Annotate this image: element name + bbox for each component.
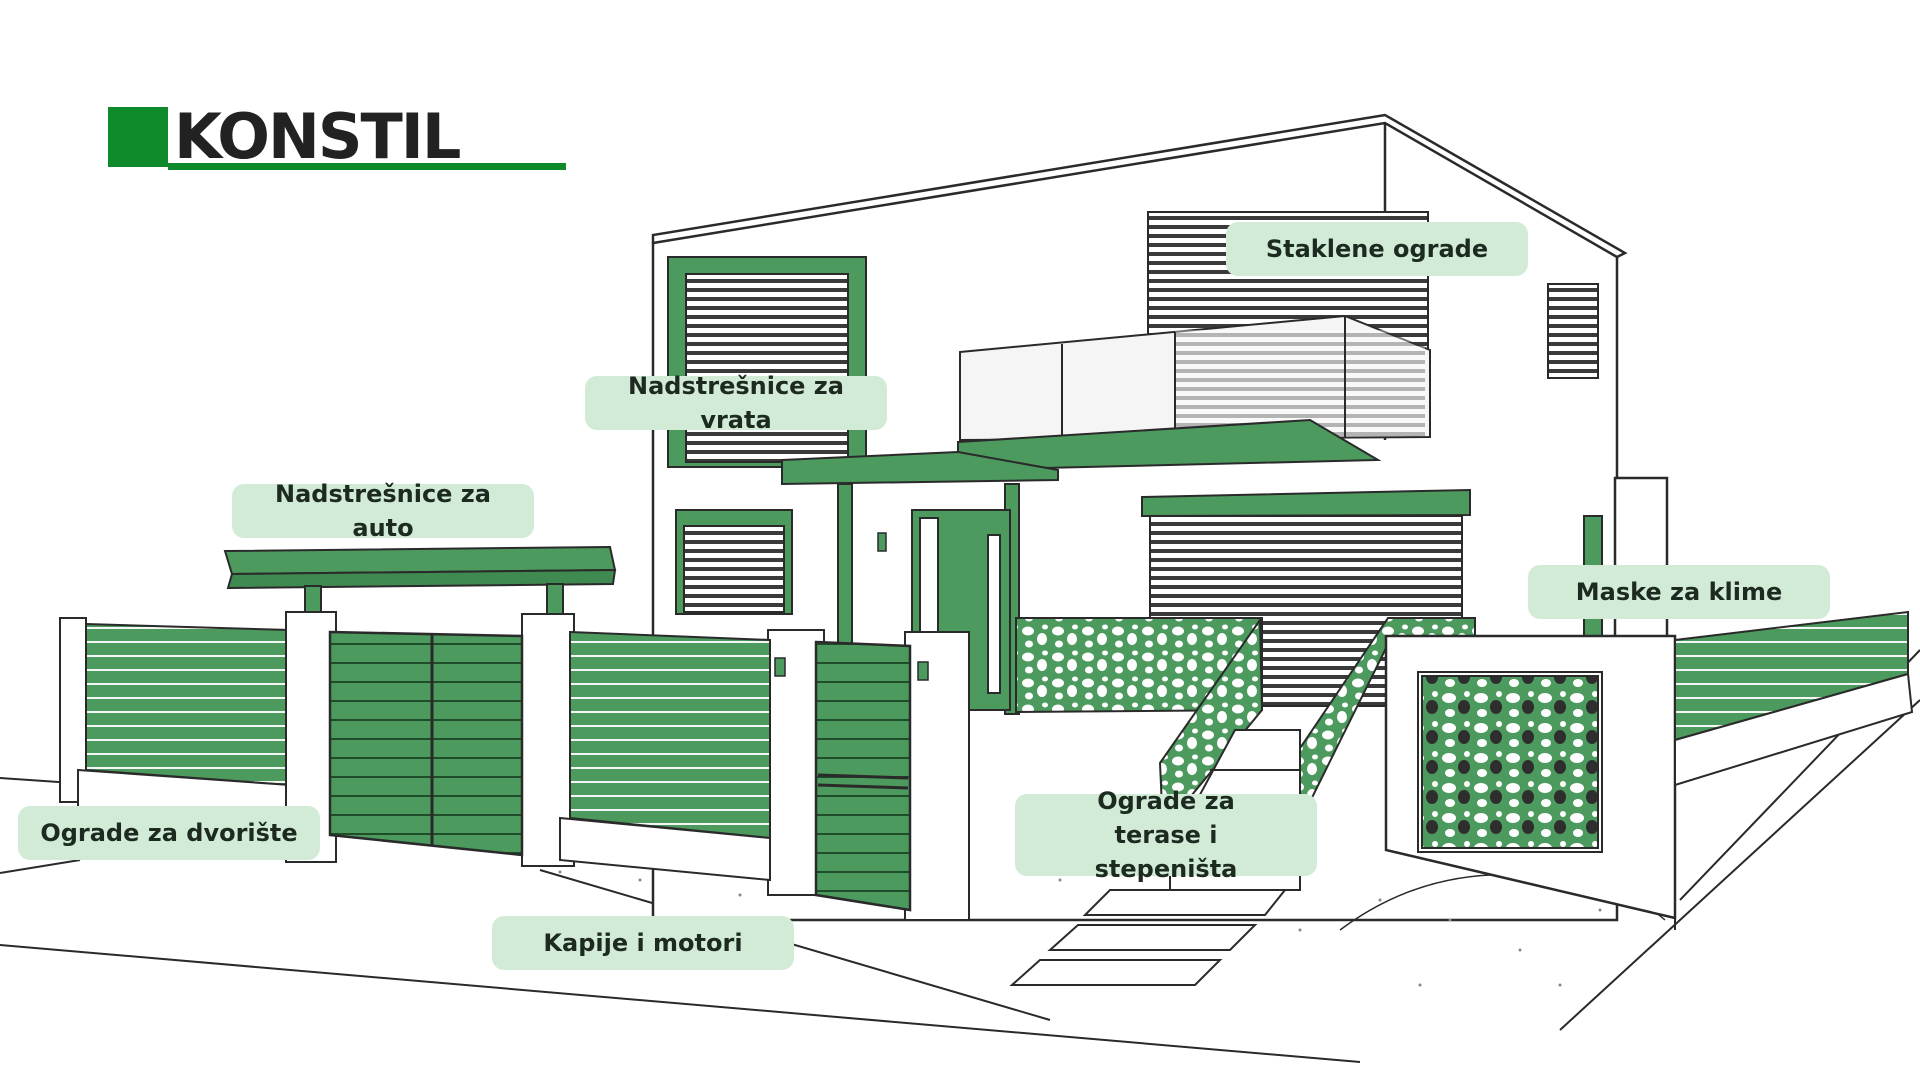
logo-square [108,107,168,167]
konstil-logo: KONSTIL [108,100,566,173]
logo-underline [168,163,566,170]
logo-text: KONSTIL [174,100,461,173]
label-staklene-ograde: Staklene ograde [1226,222,1528,276]
label-maske-za-klime: Maske za klime [1528,565,1830,619]
label-nadstresnice-za-auto: Nadstrešnice za auto [232,480,534,542]
label-kapije-i-motori: Kapije i motori [492,916,794,970]
label-ograde-za-dvoriste: Ograde za dvorište [18,806,320,860]
label-ograde-za-terase: Ograde za terase i stepeništa [1015,787,1317,883]
label-nadstresnice-za-vrata: Nadstrešnice za vrata [585,372,887,434]
